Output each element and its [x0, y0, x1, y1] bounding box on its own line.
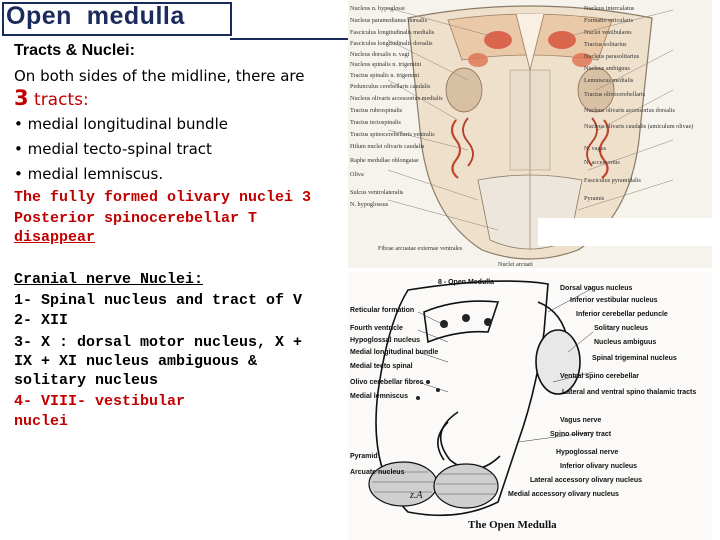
fig1-label: Nucleus olivaris accessorius medialis: [350, 95, 443, 102]
fig1-label: Fasciculus longitudinalis medialis: [350, 29, 435, 36]
fig1-label: N. accessorius: [584, 159, 620, 166]
fig1-label: Oliva: [350, 171, 364, 178]
fig1-label: Nucleus intercalatus: [584, 5, 635, 12]
fig2-label: Medial accessory olivary nucleus: [508, 491, 619, 498]
fig2-label: Vagus nerve: [560, 417, 601, 424]
fig2-label: Medial tecto spinal: [350, 363, 413, 370]
vestibular-line: nuclei: [14, 413, 69, 430]
fig2-caption-bottom: The Open Medulla: [468, 519, 557, 531]
posterior-line: Posterior spinocerebellar T: [14, 210, 258, 227]
intro-line: On both sides of the midline, there are: [14, 67, 305, 85]
fig1-label: Fasciculus longitudinalis dorsalis: [350, 40, 433, 47]
fig1-labels-right: Nucleus intercalatus Formatio reticulari…: [498, 5, 693, 268]
fig2-label: Hypoglossal nucleus: [350, 337, 420, 344]
fig1-label: Nucleus spinalis n. trigemini: [350, 61, 421, 68]
vestibular-line: 4- VIII- vestibular: [14, 393, 186, 410]
fig2-label: Lateral and ventral spino thalamic tract…: [562, 389, 696, 396]
fig2-label: Reticular formation: [350, 307, 414, 314]
bullet-item: • medial lemniscus.: [14, 165, 164, 183]
leader-lines: [387, 7, 674, 231]
fig2-label: Solitary nucleus: [594, 325, 648, 332]
fig1-label: Nucleus olivaris caudalis (amiculum oliv…: [584, 123, 693, 130]
fig1-label: Pedunculus cerebellaris caudalis: [350, 83, 431, 90]
open-medulla-schematic: Reticular formation Fourth ventricle Hyp…: [348, 272, 712, 540]
cranial-item: 1- Spinal nucleus and tract of V: [14, 292, 303, 309]
fig2-label: Olivo cerebellar fibres: [350, 379, 424, 386]
fig1-label: Hilum nuclei olivaris caudalis: [350, 143, 425, 150]
page-title: Open medulla: [6, 2, 185, 30]
fig1-label: Tractus olivocerebellaris: [584, 91, 646, 98]
three-number: 3: [14, 86, 29, 110]
disappear-text: disappear: [14, 229, 96, 246]
fig1-label: Pyramis: [584, 195, 605, 202]
fig1-label: Lemniscus medialis: [584, 77, 634, 84]
fig2-label: Nucleus ambiguus: [594, 339, 656, 346]
image-white-patch: [538, 218, 716, 246]
fig1-label: Nuclei vestibulares: [584, 29, 632, 36]
fig2-label: Medial lemniscus: [350, 393, 408, 400]
fig2-label: Arcuate nucleus: [350, 469, 405, 476]
hatched-pyramids: [368, 461, 499, 509]
fig1-label: Fibrae arcuatae externae ventrales: [378, 245, 463, 252]
fig1-label: N. vagus: [584, 145, 607, 152]
fig1-label: Nucleus n. hypoglossi: [350, 5, 405, 12]
fig2-label: Medial longitudinal bundle: [350, 349, 438, 356]
medulla-section-illustration: Nucleus n. hypoglossi Nucleus paramedian…: [348, 0, 712, 268]
fig1-label: Nuclei arcuati: [498, 261, 533, 268]
three-rest: tracts:: [28, 90, 89, 110]
fig2-label: Inferior cerebellar peduncle: [576, 311, 668, 318]
bullet-item: • medial tecto-spinal tract: [14, 140, 212, 158]
fig2-label: Spinal trigeminal nucleus: [592, 355, 677, 362]
fig1-label: Tractus solitarius: [584, 41, 627, 48]
fig1-label: Formatio reticularis: [584, 17, 634, 24]
cranial-item: IX + XI nucleus ambiguous &: [14, 353, 258, 370]
fig1-label: Tractus spinocerebellaris ventralis: [350, 131, 435, 138]
cranial-item: 2- XII: [14, 312, 69, 329]
fig2-label: Ventral spino cerebellar: [560, 373, 639, 380]
fig1-label: Raphe medullae oblongatae: [350, 157, 419, 164]
fig1-label: Nucleus dorsalis n. vagi: [350, 51, 410, 58]
tracts-heading: Tracts & Nuclei:: [14, 42, 135, 59]
fig1-label: Sulcus ventrolateralis: [350, 189, 404, 196]
schematic-leaders: [417, 287, 594, 443]
fig1-label: Nucleus ambiguus: [584, 65, 630, 72]
fig1-label: Tractus spinalis n. trigemini: [350, 72, 419, 79]
fig2-labels-left: Reticular formation Fourth ventricle Hyp…: [350, 307, 438, 476]
fig2-label: Fourth ventricle: [350, 325, 403, 332]
fig2-labels-right: 8 - Open Medulla Dorsal vagus nucleus In…: [438, 279, 696, 498]
fig2-label: Pyramid: [350, 453, 378, 460]
fig2-label: Inferior olivary nucleus: [560, 463, 637, 470]
bullet-item: • medial longitudinal bundle: [14, 115, 228, 133]
fig2-label: Hypoglossal nerve: [556, 449, 618, 456]
fig1-label: Tractus rubrospinalis: [350, 107, 403, 114]
cranial-item: 3- X : dorsal motor nucleus, X +: [14, 334, 303, 351]
fig1-label: N. hypoglossus: [350, 201, 389, 208]
fig1-label: Nucleus olivaris accessorius dorsalis: [584, 107, 675, 114]
olivary-line: The fully formed olivary nuclei 3: [14, 189, 312, 206]
title-underline: [230, 38, 350, 40]
fig2-label: Inferior vestibular nucleus: [570, 297, 658, 304]
fig2-label: Spino olivary tract: [550, 431, 612, 438]
fig1-label: Nucleus parasolitarius: [584, 53, 640, 60]
three-tracts-line: 3 tracts:: [14, 86, 89, 110]
fig2-label: Dorsal vagus nucleus: [560, 285, 632, 292]
fig2-label: Lateral accessory olivary nucleus: [530, 477, 642, 484]
cranial-heading: Cranial nerve Nuclei:: [14, 271, 204, 288]
fig2-caption-top: 8 - Open Medulla: [438, 279, 494, 286]
section-body: [407, 5, 653, 260]
fig1-label: Tractus tectospinalis: [350, 119, 401, 126]
cranial-item: solitary nucleus: [14, 372, 159, 389]
title-box: [2, 2, 232, 36]
fig1-labels-left: Nucleus n. hypoglossi Nucleus paramedian…: [350, 5, 463, 252]
fig2-signature: z.A: [409, 490, 423, 501]
fig1-label: Nucleus paramedianus dorsalis: [350, 17, 428, 24]
fig1-label: Fasciculus pyramidalis: [584, 177, 641, 184]
